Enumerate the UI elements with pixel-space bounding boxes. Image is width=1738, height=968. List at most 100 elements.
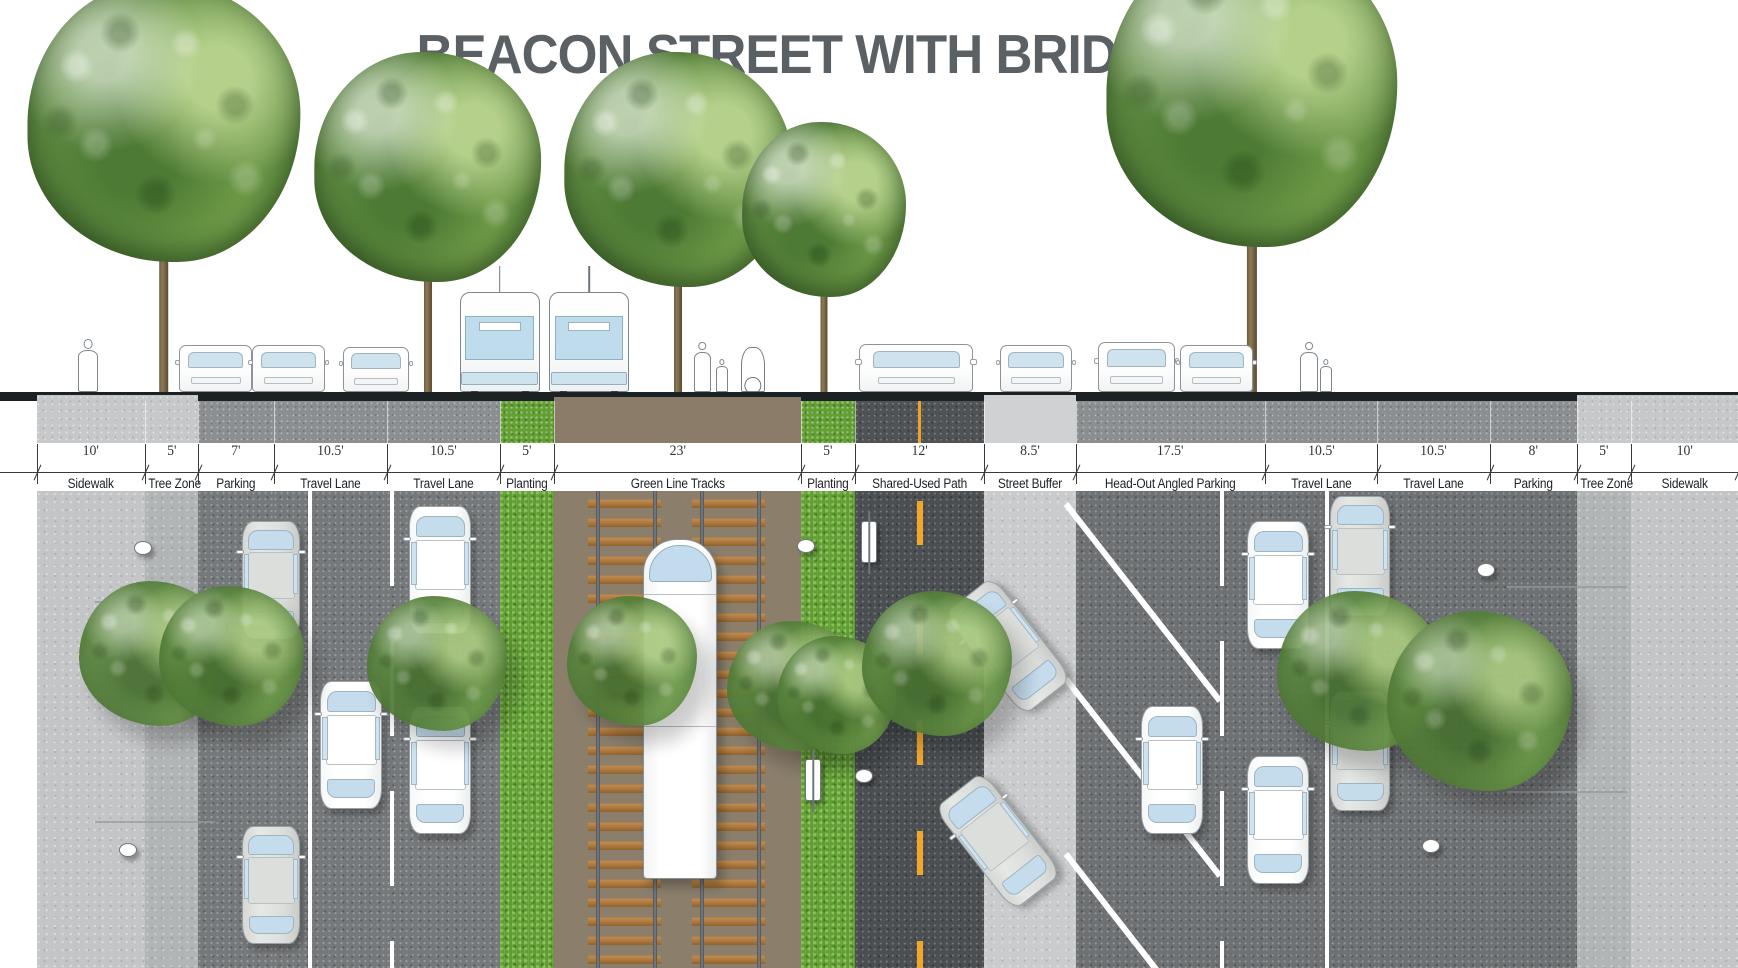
- car-grille: [1011, 376, 1061, 385]
- plan-zone-sidewalk: [37, 491, 145, 968]
- side-window-right: [1195, 742, 1202, 786]
- mirror-right: [469, 737, 478, 742]
- rail-tie: [691, 518, 765, 527]
- section-seam: [1490, 401, 1492, 443]
- roof: [247, 857, 295, 904]
- pedestrian-path-adult: [693, 341, 711, 392]
- rail-tie: [691, 784, 765, 793]
- car-windshield: [188, 351, 244, 369]
- dimension-label: Travel Lane: [300, 476, 361, 491]
- rail-tie: [691, 746, 765, 755]
- dimension-label: Green Line Tracks: [630, 476, 725, 491]
- plan-zone-tree-zone: [144, 491, 199, 968]
- car-windshield: [260, 351, 317, 369]
- person-head: [1305, 341, 1314, 351]
- plan-tree-left-treezone-1: [159, 586, 305, 726]
- tram-seam: [644, 725, 717, 727]
- section-street-buffer: [984, 395, 1077, 443]
- section-path-center-stripe: [918, 401, 922, 443]
- rail-tie: [587, 803, 661, 812]
- car-mirror-right: [324, 360, 330, 366]
- rail-tie: [691, 917, 765, 926]
- rear-glass: [416, 804, 465, 823]
- tree-crown: [1106, 0, 1398, 247]
- mirror-left: [1241, 552, 1250, 557]
- rail-tie: [587, 784, 661, 793]
- car-mirror-left: [248, 360, 253, 366]
- rail-tie: [691, 955, 765, 964]
- rail-tie: [691, 822, 765, 831]
- rear-glass: [1148, 804, 1197, 823]
- person-head: [698, 341, 706, 350]
- tram-front-glass: [648, 545, 712, 583]
- mirror-left: [1241, 787, 1250, 792]
- rail-tie: [691, 860, 765, 869]
- rail-tie: [691, 537, 765, 546]
- dimension-label: Travel Lane: [1290, 476, 1352, 491]
- section-seam: [1377, 401, 1379, 443]
- rear-glass: [1254, 854, 1303, 873]
- dimension-tick: [1076, 444, 1078, 484]
- windshield: [248, 530, 295, 550]
- rail-tie: [691, 499, 765, 508]
- plan-pedestrian-sidewalk-left: [134, 541, 153, 555]
- dimension-label: Parking: [216, 476, 256, 491]
- rail-tie: [587, 917, 661, 926]
- mirror-right: [469, 537, 478, 542]
- plan-pedestrian-path-1: [797, 539, 816, 553]
- side-window-right: [1301, 792, 1308, 836]
- pedestrian-right-adult: [1300, 341, 1319, 392]
- dimension-label: Travel Lane: [1403, 476, 1465, 491]
- windshield: [1253, 530, 1303, 553]
- plan-zone-tree-zone: [1576, 491, 1631, 968]
- dimension-tick: [1377, 444, 1379, 484]
- angled-parked-car: [855, 344, 978, 392]
- dimension-tick: [37, 444, 39, 484]
- side-window-left: [411, 742, 417, 786]
- dimension-tick: [801, 444, 803, 484]
- bike-frame: [812, 750, 815, 812]
- green-line-trolley-1: [459, 266, 540, 396]
- section-seam: [553, 401, 555, 443]
- section-cut-band: [0, 395, 1738, 443]
- rail-tie: [691, 765, 765, 774]
- section-head-out-angled-parking: [1076, 401, 1265, 443]
- car-mirror-right: [970, 359, 978, 365]
- car-mirror-left: [1175, 360, 1181, 366]
- tram-skirt: [550, 372, 628, 385]
- lane-stripe-left-dashed: [390, 491, 395, 586]
- dimension-tick: [274, 444, 276, 484]
- dimension-tick: [386, 444, 388, 484]
- mirror-left: [236, 854, 245, 859]
- dimension-tick: [499, 444, 501, 484]
- parked-car-right: [1175, 345, 1257, 392]
- rail-tie: [691, 879, 765, 888]
- path-center-stripe: [916, 501, 923, 545]
- section-green-line-tracks: [553, 397, 802, 443]
- pedestrian-left-sidewalk: [78, 339, 99, 392]
- side-window-left: [1249, 557, 1255, 601]
- path-center-stripe: [916, 721, 923, 765]
- dimension-value: 8': [1528, 443, 1539, 459]
- dimension-tick: [1490, 444, 1492, 484]
- side-window-right: [463, 742, 470, 786]
- roof: [1253, 789, 1304, 841]
- plan-pedestrian-sidewalk-r1: [1477, 563, 1496, 577]
- lane-stripe-right-dashed: [1220, 491, 1225, 586]
- rail-tie: [691, 556, 765, 565]
- car-mirror-left: [995, 360, 1000, 366]
- tree-crown: [741, 122, 906, 297]
- mirror-left: [236, 549, 245, 554]
- car-windshield: [351, 353, 401, 370]
- mirror-left: [1324, 525, 1333, 530]
- car-windshield: [1008, 351, 1064, 369]
- sidewalk-joint: [1507, 791, 1628, 793]
- dimension-label: Tree Zone: [147, 476, 201, 491]
- travel-car-left-2: [339, 347, 413, 392]
- plan-zone-planting: [499, 491, 554, 968]
- rail-tie: [587, 727, 661, 736]
- dimension-label: Planting: [807, 476, 849, 491]
- section-sidewalk: [1630, 395, 1738, 443]
- plan-tree-buffer-1: [862, 591, 1013, 736]
